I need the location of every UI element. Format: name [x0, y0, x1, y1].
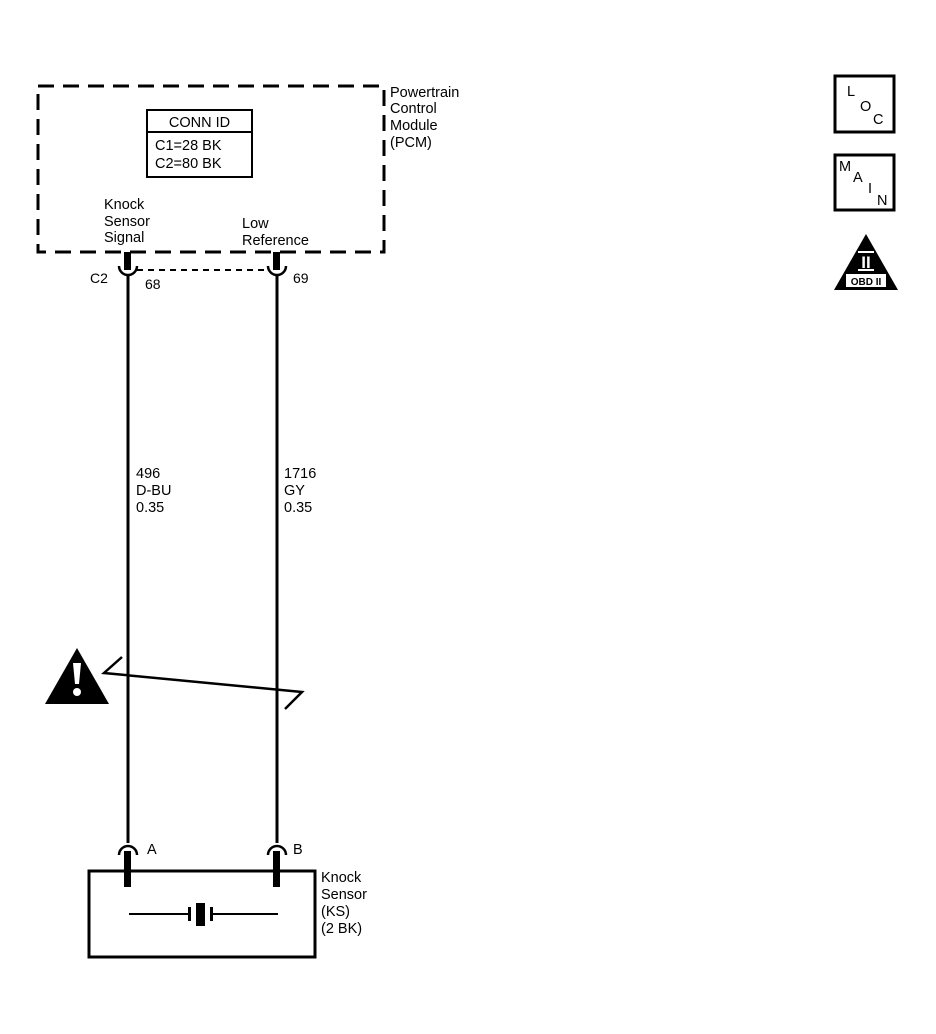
svg-text:Low: Low [242, 216, 269, 232]
svg-text:1716: 1716 [284, 466, 316, 482]
loc-icon[interactable]: L O C [833, 74, 896, 134]
svg-text:Sensor: Sensor [104, 214, 150, 230]
connector-id-label: C2 [90, 270, 108, 286]
twisted-pair-bracket [101, 656, 305, 710]
sensor-connector [117, 844, 288, 887]
svg-text:496: 496 [136, 466, 160, 482]
sensor-pin-a-label: A [147, 842, 157, 858]
obd-ii-icon[interactable]: II OBD II [834, 234, 898, 290]
knock-sensor-box [87, 869, 317, 959]
svg-text:GY: GY [284, 483, 305, 499]
conn-id-title: CONN ID [169, 115, 230, 131]
svg-text:C: C [873, 112, 883, 128]
conn-id-row-c1: C1=28 BK [155, 138, 222, 154]
svg-text:Sensor: Sensor [321, 887, 367, 903]
pin-number-low-ref: 69 [293, 270, 309, 286]
caution-warning-icon [45, 648, 109, 704]
svg-text:OBD II: OBD II [851, 277, 882, 288]
pin-label-low-reference: Low Reference [242, 216, 309, 249]
svg-text:II: II [861, 253, 870, 272]
piezo-element-icon [129, 903, 278, 926]
pcm-name-label: Powertrain Control Module (PCM) [390, 85, 459, 151]
svg-text:L: L [847, 84, 855, 100]
svg-text:(2 BK): (2 BK) [321, 921, 362, 937]
svg-text:Signal: Signal [104, 230, 144, 246]
svg-text:D-BU: D-BU [136, 483, 171, 499]
svg-text:Knock: Knock [321, 870, 362, 886]
knock-sensor-name-label: Knock Sensor (KS) (2 BK) [321, 870, 367, 937]
svg-text:O: O [860, 99, 871, 115]
pin-number-signal: 68 [145, 276, 161, 292]
svg-text:M: M [839, 159, 851, 175]
conn-id-row-c2: C2=80 BK [155, 156, 222, 172]
main-icon[interactable]: M A I N [833, 153, 896, 212]
svg-text:Powertrain: Powertrain [390, 85, 459, 101]
wire-label-low-reference: 1716 GY 0.35 [284, 466, 316, 516]
svg-text:(PCM): (PCM) [390, 135, 432, 151]
pcm-connector-c2 [117, 252, 288, 277]
svg-text:0.35: 0.35 [284, 500, 312, 516]
svg-text:Control: Control [390, 101, 437, 117]
sensor-pin-b-label: B [293, 842, 303, 858]
svg-text:0.35: 0.35 [136, 500, 164, 516]
svg-text:Reference: Reference [242, 233, 309, 249]
conn-id-table: CONN ID C1=28 BK C2=80 BK [146, 109, 253, 178]
svg-text:A: A [853, 170, 863, 186]
svg-text:N: N [877, 193, 887, 209]
svg-text:(KS): (KS) [321, 904, 350, 920]
wire-label-signal: 496 D-BU 0.35 [136, 466, 171, 516]
pin-label-knock-sensor-signal: Knock Sensor Signal [104, 197, 150, 246]
pcm-module-box [36, 84, 386, 254]
svg-text:Module: Module [390, 118, 438, 134]
svg-text:Knock: Knock [104, 197, 145, 213]
svg-text:I: I [868, 181, 872, 197]
